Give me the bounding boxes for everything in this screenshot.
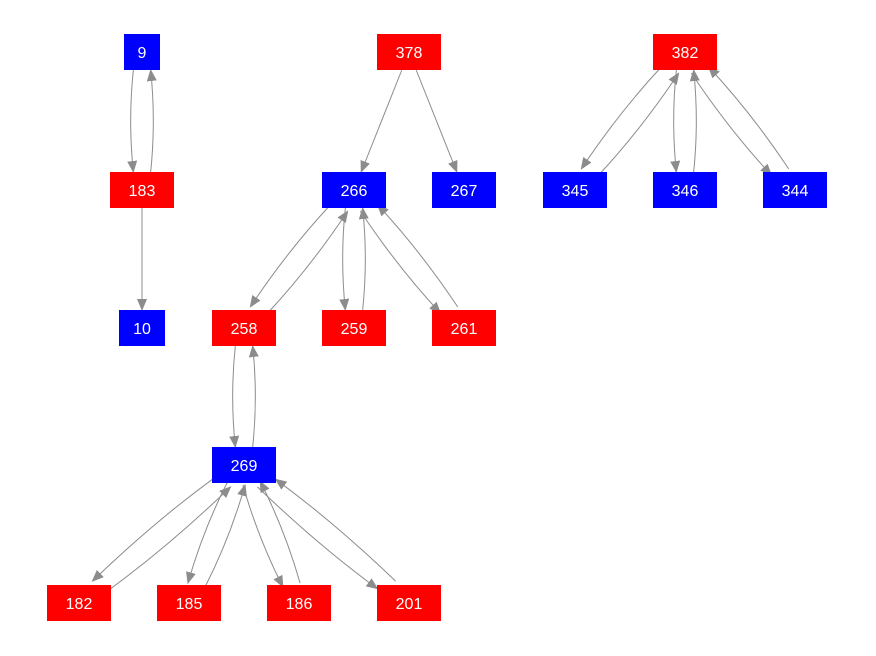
node-label: 9 [138,45,147,62]
edge-269-to-258 [248,345,259,448]
node-box[interactable] [377,585,441,621]
node-box[interactable] [124,34,160,70]
node-box[interactable] [543,172,607,208]
node-label: 346 [672,183,699,200]
node-box[interactable] [157,585,221,621]
node-box[interactable] [212,310,276,346]
node-label: 258 [231,321,258,338]
node-label: 269 [231,458,258,475]
edge-378-to-266 [360,69,403,173]
edge-346-to-382 [689,69,700,173]
edge-266-to-259 [339,207,350,311]
node-182[interactable]: 182 [47,585,111,621]
node-box[interactable] [653,172,717,208]
node-label: 182 [66,596,93,613]
node-box[interactable] [47,585,111,621]
node-186[interactable]: 186 [267,585,331,621]
node-label: 378 [396,45,423,62]
edge-269-to-182 [91,478,213,582]
edge-266-to-261 [359,210,442,314]
node-346[interactable]: 346 [653,172,717,208]
node-label: 186 [286,596,313,613]
node-label: 266 [341,183,368,200]
node-258[interactable]: 258 [212,310,276,346]
edge-186-to-269 [259,480,301,584]
node-label: 261 [451,321,478,338]
node-box[interactable] [267,585,331,621]
edge-258-to-266 [267,210,349,314]
node-label: 259 [341,321,368,338]
node-185[interactable]: 185 [157,585,221,621]
edge-345-to-382 [598,72,680,176]
node-box[interactable] [110,172,174,208]
node-box[interactable] [322,310,386,346]
node-label: 267 [451,183,478,200]
node-269[interactable]: 269 [212,447,276,483]
node-box[interactable] [432,172,496,208]
node-label: 183 [129,183,156,200]
node-259[interactable]: 259 [322,310,386,346]
node-label: 345 [562,183,589,200]
node-261[interactable]: 261 [432,310,496,346]
edge-185-to-269 [204,483,247,588]
edge-269-to-185 [186,480,229,585]
edge-382-to-345 [580,66,662,170]
node-box[interactable] [212,447,276,483]
node-box[interactable] [377,34,441,70]
node-box[interactable] [322,172,386,208]
node-345[interactable]: 345 [543,172,607,208]
edge-183-to-9 [146,69,157,173]
node-label: 344 [782,183,809,200]
edge-layer [91,66,790,590]
node-box[interactable] [119,310,165,346]
edge-266-to-258 [249,204,331,308]
node-box[interactable] [653,34,717,70]
node-382[interactable]: 382 [653,34,717,70]
edge-344-to-382 [707,66,790,170]
edge-382-to-344 [690,72,773,176]
node-183[interactable]: 183 [110,172,174,208]
edge-182-to-269 [110,486,232,590]
edge-201-to-269 [274,478,396,582]
edge-269-to-186 [242,484,284,588]
edge-269-to-201 [257,486,379,590]
edge-259-to-266 [358,207,369,311]
node-label: 201 [396,596,423,613]
node-label: 382 [672,45,699,62]
node-344[interactable]: 344 [763,172,827,208]
edge-9-to-183 [127,69,138,173]
node-378[interactable]: 378 [377,34,441,70]
edge-382-to-346 [670,69,681,173]
node-label: 185 [176,596,203,613]
node-266[interactable]: 266 [322,172,386,208]
node-box[interactable] [763,172,827,208]
node-201[interactable]: 201 [377,585,441,621]
node-267[interactable]: 267 [432,172,496,208]
node-layer: 9 183 10 378 266 267 258 259 261 269 182 185 186 201 3… [47,34,827,621]
node-10[interactable]: 10 [119,310,165,346]
edge-378-to-267 [415,69,458,173]
node-box[interactable] [432,310,496,346]
edge-258-to-269 [229,345,240,448]
edge-261-to-266 [376,204,459,308]
node-label: 10 [133,321,151,338]
node-9[interactable]: 9 [124,34,160,70]
